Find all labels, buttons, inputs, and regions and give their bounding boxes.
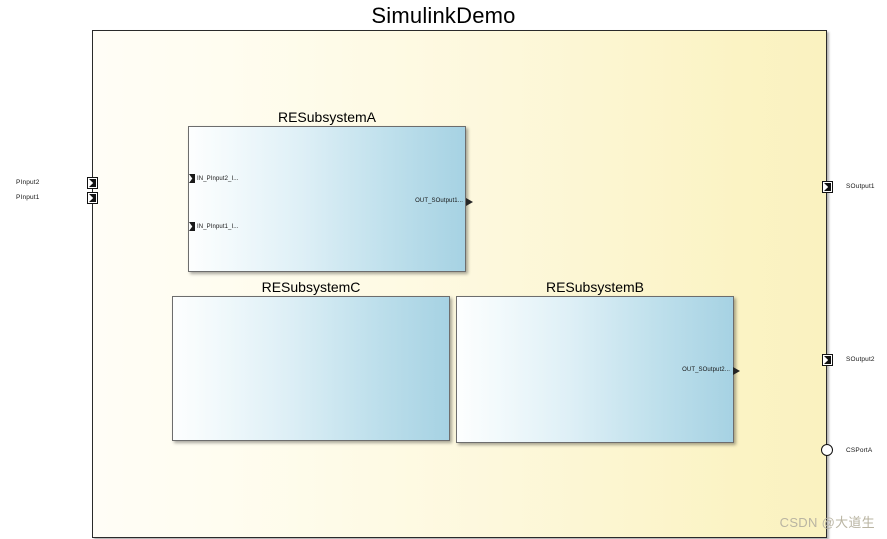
block-label-resubsystemb: RESubsystemB: [545, 279, 645, 295]
block-b-outport-1-stub-icon: [733, 367, 740, 375]
page-title: SimulinkDemo: [371, 3, 516, 28]
external-outport-soutput2-label: SOutput2: [846, 356, 875, 363]
block-a-outport-1[interactable]: OUT_SOutput1...: [360, 197, 463, 205]
block-b-outport-1-label: OUT_SOutput2...: [682, 367, 730, 373]
block-a-outport-1-stub-icon: [466, 198, 473, 206]
external-outport-soutput1-label: SOutput1: [846, 183, 875, 190]
block-label-resubsystema: RESubsystemA: [277, 109, 377, 125]
external-outport-soutput2[interactable]: [822, 354, 833, 366]
block-label-resubsystemc: RESubsystemC: [261, 279, 361, 295]
block-a-inport-1[interactable]: IN_PInput2_I...: [189, 174, 239, 183]
inport-arrow-icon: [189, 222, 195, 231]
external-inport-pinput2[interactable]: [87, 177, 98, 189]
external-inport-pinput1-label: PInput1: [16, 194, 40, 201]
block-resubsystemc[interactable]: [172, 296, 450, 441]
inport-arrow-icon: [189, 174, 195, 183]
block-resubsystema[interactable]: [188, 126, 466, 272]
external-connection-port-csporta[interactable]: [821, 444, 833, 456]
block-a-inport-2[interactable]: IN_PInput1_I...: [189, 222, 239, 231]
watermark: CSDN @大道生: [779, 515, 875, 530]
block-a-outport-1-label: OUT_SOutput1...: [415, 198, 463, 204]
block-a-inport-1-label: IN_PInput2_I...: [197, 175, 239, 182]
block-a-inport-2-label: IN_PInput1_I...: [197, 223, 239, 230]
block-b-outport-1[interactable]: OUT_SOutput2...: [625, 366, 730, 374]
external-inport-pinput1[interactable]: [87, 192, 98, 204]
external-outport-soutput1[interactable]: [822, 181, 833, 193]
external-connection-port-csporta-label: CSPortA: [846, 447, 873, 454]
external-inport-pinput2-label: PInput2: [16, 179, 40, 186]
model-canvas[interactable]: [92, 30, 827, 538]
